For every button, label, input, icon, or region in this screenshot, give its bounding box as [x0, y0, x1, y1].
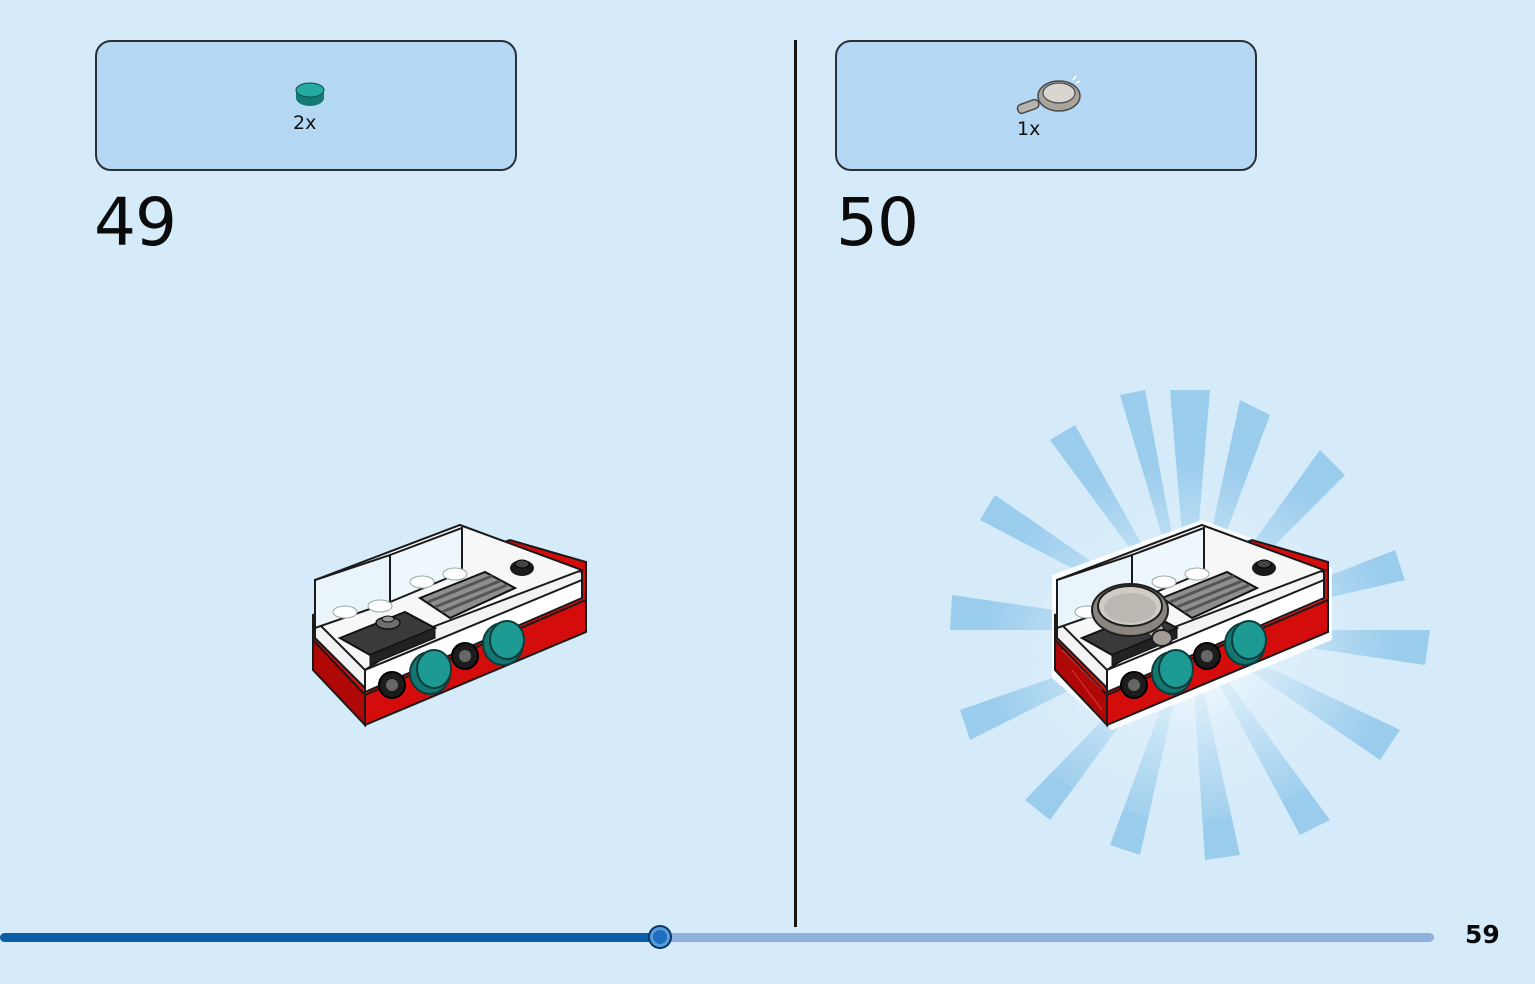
page-number: 59 — [1465, 920, 1500, 949]
teal-round-tile-icon — [295, 82, 325, 106]
step-number: 49 — [94, 184, 177, 261]
parts-list-box-step-50: 1x — [835, 40, 1257, 171]
progress-bar-handle[interactable] — [648, 925, 672, 949]
parts-list-box-step-49: 2x — [95, 40, 517, 171]
stove-model-step-50 — [1052, 520, 1332, 730]
instruction-progress-bar[interactable] — [0, 925, 1434, 949]
frying-pan-icon — [1016, 75, 1081, 115]
step-number: 50 — [836, 184, 919, 261]
progress-bar-fill — [0, 933, 660, 942]
stove-model-step-49 — [312, 523, 587, 728]
part-quantity: 2x — [293, 112, 317, 134]
part-quantity: 1x — [1017, 118, 1041, 140]
page-divider — [794, 40, 797, 927]
